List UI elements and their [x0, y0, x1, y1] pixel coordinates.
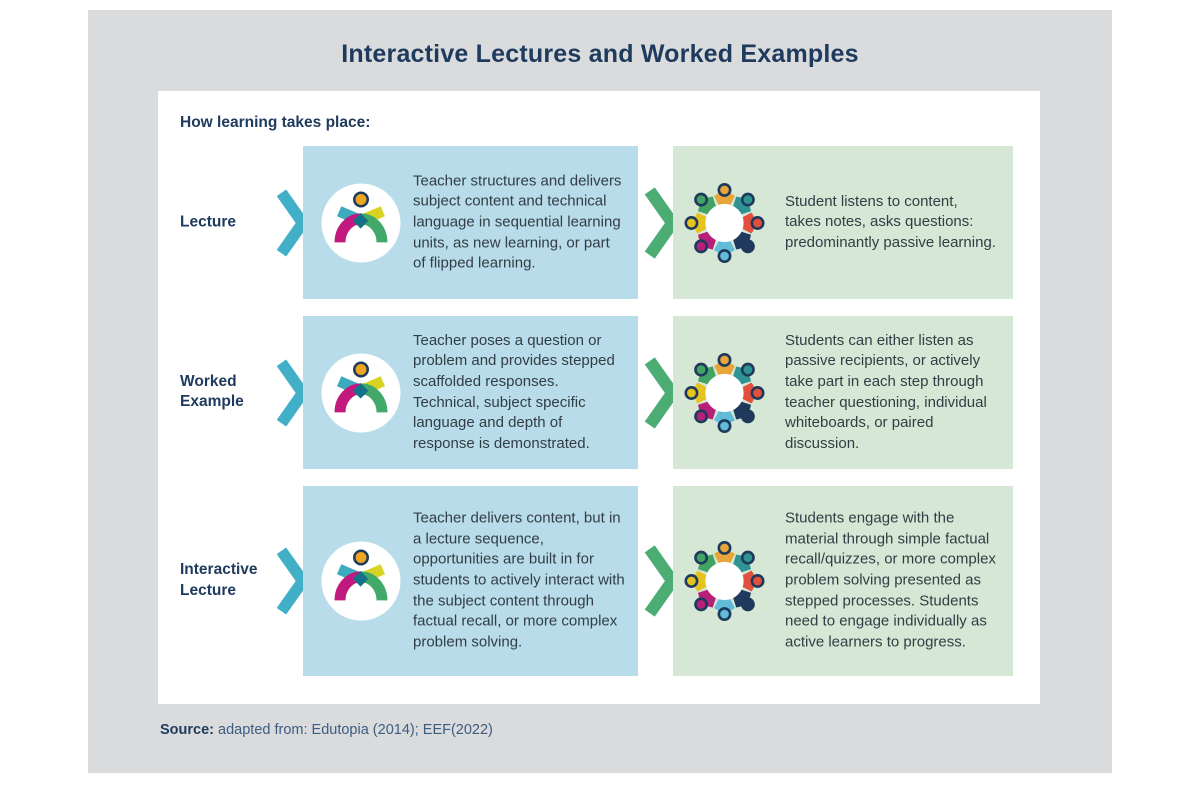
- row-label-worked-example: Worked Example: [180, 372, 244, 411]
- source-text: adapted from: Edutopia (2014); EEF(2022): [214, 722, 493, 738]
- student-box: Students can either listen as passive re…: [673, 316, 1013, 469]
- student-box: Students engage with the material throug…: [673, 486, 1013, 676]
- section-heading: How learning takes place:: [180, 114, 371, 131]
- teacher-box: Teacher delivers content, but in a lectu…: [303, 486, 638, 676]
- row-interactive-lecture: Interactive Lecture Teacher delivers con…: [158, 486, 1040, 676]
- background-panel: Interactive Lectures and Worked Examples…: [88, 10, 1112, 773]
- student-description: Student listens to content, takes notes,…: [785, 192, 996, 251]
- teacher-description: Teacher structures and delivers subject …: [413, 171, 622, 272]
- student-group-circle-icon: [681, 538, 768, 625]
- page-title: Interactive Lectures and Worked Examples: [341, 40, 859, 68]
- teacher-figure-icon: [319, 181, 403, 265]
- teacher-box: Teacher poses a question or problem and …: [303, 316, 638, 469]
- row-label-interactive-lecture: Interactive Lecture: [180, 561, 258, 599]
- row-worked-example: Worked Example Teacher poses a question …: [158, 316, 1040, 469]
- row-lecture: Lecture Teacher structures and delivers …: [158, 146, 1040, 299]
- teacher-box: Teacher structures and delivers subject …: [303, 146, 638, 299]
- content-panel: How learning takes place: Lecture Teache…: [158, 91, 1040, 704]
- teacher-figure-icon: [319, 351, 403, 435]
- student-box: Student listens to content, takes notes,…: [673, 146, 1013, 299]
- student-group-circle-icon: [681, 179, 768, 266]
- student-description: Students can either listen as passive re…: [785, 331, 987, 452]
- teacher-description: Teacher delivers content, but in a lectu…: [413, 509, 625, 651]
- source-label: Source:: [160, 722, 214, 738]
- teacher-figure-icon: [319, 539, 403, 623]
- teacher-description: Teacher poses a question or problem and …: [413, 331, 615, 452]
- student-group-circle-icon: [681, 349, 768, 436]
- source-line: Source: adapted from: Edutopia (2014); E…: [160, 722, 493, 738]
- student-description: Students engage with the material throug…: [785, 509, 996, 651]
- row-label-lecture: Lecture: [180, 213, 236, 231]
